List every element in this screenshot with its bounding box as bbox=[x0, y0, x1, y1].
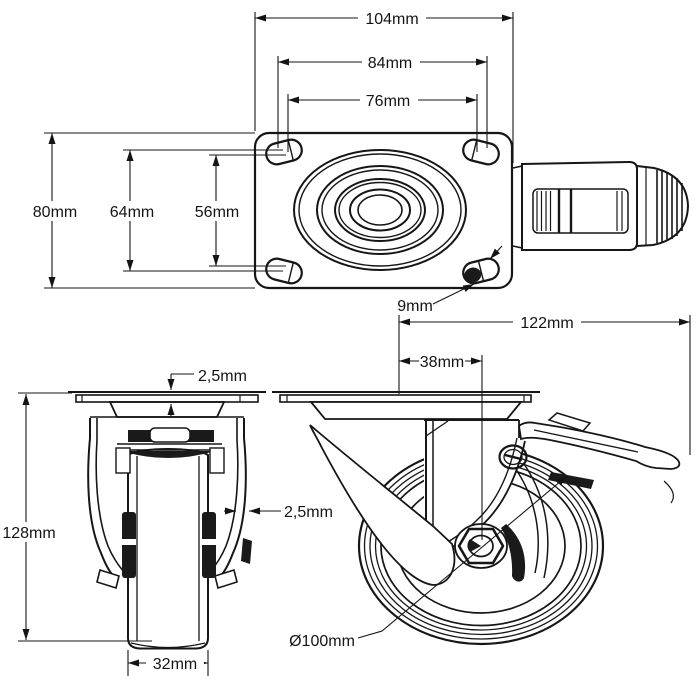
swivel-bearing-rings bbox=[293, 149, 467, 271]
brake-grip bbox=[636, 165, 690, 247]
front-view: 2,5mm 2,5mm 128mm 32mm bbox=[1, 368, 333, 676]
dim-label-9mm: 9mm bbox=[397, 298, 433, 315]
top-view: 104mm 84mm 76mm 80mm bbox=[28, 8, 690, 315]
dim-label-122mm: 122mm bbox=[520, 315, 573, 332]
plate-body-front bbox=[75, 394, 259, 403]
kingpin-bolt bbox=[498, 444, 528, 470]
brake-housing-top bbox=[512, 160, 638, 251]
bolt-slot-bottom-right bbox=[462, 257, 500, 285]
fork-bracket-left bbox=[115, 447, 131, 474]
mounting-plate-outline bbox=[253, 131, 514, 290]
bolt-hole-shaded bbox=[464, 267, 482, 283]
dimension-wheel-diameter: Ø100mm bbox=[289, 475, 568, 650]
dimension-hole-pitch-length-min: 76mm bbox=[287, 90, 478, 152]
brake-tab-front bbox=[241, 538, 252, 564]
swivel-flange-side bbox=[309, 401, 523, 420]
side-view: 122mm 38mm Ø100mm bbox=[272, 312, 691, 650]
dimension-total-length: 122mm bbox=[398, 312, 691, 455]
dimension-total-height: 128mm bbox=[1, 392, 152, 642]
dim-label-80mm: 80mm bbox=[33, 204, 77, 221]
fork-foot-right bbox=[214, 568, 238, 590]
wheel-hub bbox=[454, 523, 508, 569]
dimension-swivel-offset: 38mm bbox=[399, 352, 483, 540]
bolt-slot-top-right bbox=[462, 138, 500, 166]
wheel-top-shadow bbox=[122, 451, 215, 458]
bolt-slot-bottom-left bbox=[265, 257, 303, 285]
fork-back-leg bbox=[514, 463, 549, 579]
dimension-hole-pitch-width-min: 56mm bbox=[190, 154, 286, 267]
dimension-wheel-width: 32mm bbox=[127, 650, 209, 676]
fork-foot-left bbox=[96, 568, 120, 590]
fork-window-shadow bbox=[501, 524, 526, 582]
axle-shades bbox=[122, 512, 252, 578]
fork-arm-right bbox=[209, 418, 247, 590]
fork-bracket-right bbox=[209, 447, 225, 474]
wheel-front bbox=[127, 448, 209, 650]
dimension-fork-thickness: 2,5mm bbox=[224, 504, 333, 521]
fork-crown bbox=[115, 427, 225, 474]
dim-label-64mm: 64mm bbox=[110, 204, 154, 221]
dim-label-128mm: 128mm bbox=[2, 525, 55, 542]
dim-label-2-5mm-fork: 2,5mm bbox=[284, 504, 333, 521]
fork-front-leg bbox=[309, 424, 456, 586]
dimension-hole-pitch-width-max: 64mm bbox=[106, 149, 283, 272]
dimension-hole-pitch-length-max: 84mm bbox=[277, 52, 488, 148]
brake-pedal bbox=[518, 412, 681, 504]
fork-arm-left bbox=[87, 418, 125, 590]
dim-label-38mm: 38mm bbox=[420, 354, 464, 371]
axle-shading bbox=[467, 539, 481, 552]
dimension-plate-thickness: 2,5mm bbox=[167, 368, 247, 417]
dim-label-84mm: 84mm bbox=[368, 55, 412, 72]
dimension-bolt-hole: 9mm bbox=[397, 245, 503, 315]
brake-housing-ribs bbox=[536, 191, 623, 231]
dim-label-56mm: 56mm bbox=[195, 204, 239, 221]
bolt-slot-mark bbox=[504, 453, 522, 461]
dim-label-76mm: 76mm bbox=[366, 93, 410, 110]
plate-body-side bbox=[279, 394, 532, 403]
dim-label-2-5mm-plate: 2,5mm bbox=[198, 368, 247, 385]
brake-grip-ribs bbox=[656, 170, 683, 243]
pedal-pad bbox=[547, 412, 592, 432]
dimension-plate-length: 104mm bbox=[254, 8, 514, 163]
dim-label-diameter-100mm: Ø100mm bbox=[289, 633, 355, 650]
swivel-flange-front bbox=[108, 401, 226, 418]
dimension-plate-width: 80mm bbox=[28, 132, 255, 289]
bolt-slot-top-left bbox=[265, 138, 303, 166]
dim-label-104mm: 104mm bbox=[365, 11, 418, 28]
kingpin-cap bbox=[149, 427, 191, 443]
dim-label-32mm: 32mm bbox=[153, 656, 197, 673]
